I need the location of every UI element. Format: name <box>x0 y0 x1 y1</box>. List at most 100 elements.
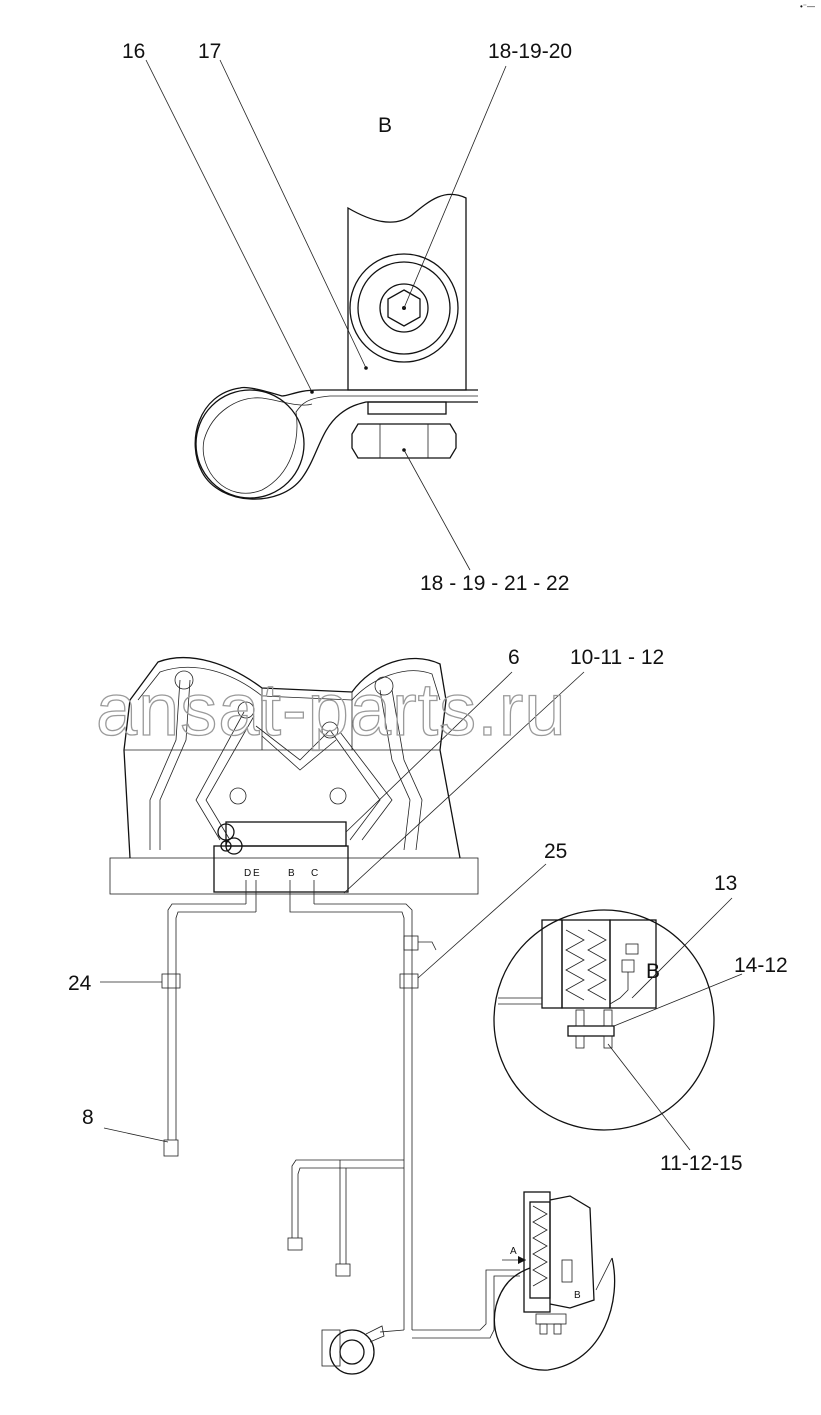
tube-branch-2 <box>339 1160 347 1264</box>
end-fitting-8 <box>163 1139 179 1157</box>
manifold-valve-1 <box>217 823 235 841</box>
tube-left-run <box>167 903 256 1140</box>
callout-17: 17 <box>198 40 221 63</box>
clip-25 <box>399 973 419 989</box>
small-nut-1 <box>539 1323 548 1335</box>
port-label-c: C <box>311 868 318 879</box>
pipe-left-loop <box>149 679 191 850</box>
fitting-2 <box>237 701 255 719</box>
leader-25 <box>417 863 547 979</box>
detail-frame-right <box>609 919 657 1009</box>
clamp-ring-inner <box>195 389 305 499</box>
small-arrow-label: A <box>510 1246 517 1257</box>
nut-washer <box>367 401 447 415</box>
small-frame-core <box>529 1201 551 1299</box>
watermark: ansat-parts.ru <box>96 668 567 751</box>
tube-branch-1 <box>291 1159 404 1238</box>
leader-10-11-12 <box>343 671 585 894</box>
detail-fitting-top <box>625 943 639 955</box>
detail-bolt-right <box>603 1009 613 1027</box>
leader-13 <box>631 897 733 999</box>
leader-16-dot <box>310 390 314 394</box>
callout-16: 16 <box>122 40 145 63</box>
small-nut-2 <box>553 1323 562 1335</box>
end-fitting-a <box>287 1237 303 1251</box>
small-fitting <box>561 1259 573 1283</box>
small-housing-right <box>549 1195 595 1309</box>
manifold-block <box>225 821 347 847</box>
pipe-right-loop <box>379 689 423 851</box>
detail-frame-core <box>561 919 611 1009</box>
fitting-1 <box>174 670 194 690</box>
leader-6 <box>345 671 513 833</box>
leader-18-19-21-22 <box>403 449 471 571</box>
pump-body <box>329 1329 375 1375</box>
leader-14-12 <box>613 973 743 1027</box>
clamp-inner <box>202 395 478 494</box>
pipe-right-diagonal <box>329 729 393 841</box>
fitting-4 <box>374 676 394 696</box>
main-view: D E B C 6 10-11 - <box>68 646 664 1375</box>
callout-24: 24 <box>68 972 92 995</box>
callout-13: 13 <box>714 872 737 895</box>
callout-11-12-15: 11-12-15 <box>660 1152 743 1175</box>
detail-circle <box>493 909 715 1131</box>
detail-bolt-left <box>575 1009 585 1027</box>
tube-to-pump <box>379 1269 520 1339</box>
leader-17-dot <box>364 366 368 370</box>
leader-nut-dot <box>402 448 406 452</box>
coupler-wire <box>418 941 437 951</box>
pipe-center <box>255 725 337 771</box>
fitting-5 <box>229 787 247 805</box>
pump-inner <box>339 1339 365 1365</box>
view-b: B 16 17 18-19-20 18 - 19 - 21 - 22 <box>122 40 572 595</box>
callout-18-19-21-22: 18 - 19 - 21 - 22 <box>420 572 569 595</box>
leader-11-12-15 <box>607 1043 691 1151</box>
end-fitting-b <box>335 1263 351 1277</box>
callout-6: 6 <box>508 646 520 669</box>
radiator-housing <box>123 657 461 859</box>
view-b-title: B <box>378 114 392 137</box>
callout-10-11-12: 10-11 - 12 <box>570 646 664 669</box>
callout-14-12: 14-12 <box>734 954 788 977</box>
small-marker-b: B <box>574 1290 581 1301</box>
bolt-washer <box>349 253 459 363</box>
leader-8 <box>103 1127 169 1143</box>
fitting-3 <box>321 721 339 739</box>
port-label-e: E <box>253 868 260 879</box>
pipe-left-diagonal <box>195 711 255 841</box>
small-view: A B <box>493 1191 616 1371</box>
small-circle <box>493 1257 616 1371</box>
detail-marker-b: B <box>646 960 660 983</box>
detail-base <box>567 1025 615 1037</box>
bolt-hex <box>387 289 421 327</box>
leader-18-19-20 <box>403 65 507 309</box>
manifold-valve-3 <box>220 840 232 852</box>
manifold-lower <box>213 845 349 893</box>
clip-24 <box>161 973 181 989</box>
bolt-head-outer <box>357 261 451 355</box>
corner-mark: •⁻— <box>800 2 815 11</box>
detail-fitting-mid <box>621 959 635 973</box>
nut-body <box>351 423 457 459</box>
detail-fins <box>565 929 607 1001</box>
detail-view: B 13 14-12 11-12-15 <box>493 872 788 1175</box>
detail-tube <box>498 972 629 1005</box>
fitting-6 <box>329 787 347 805</box>
pump-mount <box>321 1329 341 1367</box>
detail-frame-left <box>541 919 563 1009</box>
pump-outlet <box>365 1325 385 1343</box>
clamp-loop <box>194 386 478 500</box>
callout-18-19-20: 18-19-20 <box>488 40 572 63</box>
detail-nut-right <box>603 1035 613 1049</box>
port-label-d: D <box>244 868 251 879</box>
callout-25: 25 <box>544 840 567 863</box>
port-label-b: B <box>288 868 295 879</box>
tube-right-run <box>289 903 413 1330</box>
tube-coupler <box>403 935 419 951</box>
small-fins <box>532 1205 548 1287</box>
small-leader <box>595 1257 613 1291</box>
leader-16 <box>145 59 313 393</box>
small-base <box>535 1313 567 1325</box>
